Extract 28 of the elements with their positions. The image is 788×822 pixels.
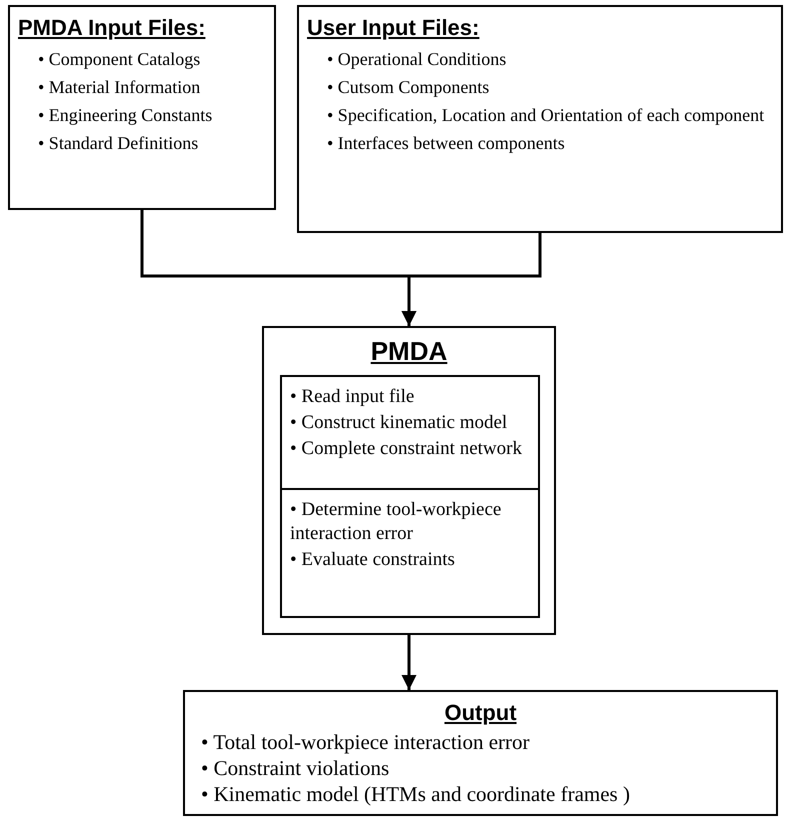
bullet-item: • Operational Conditions (327, 49, 506, 69)
box-heading: PMDA Input Files: (18, 15, 206, 40)
process-box (8, 5, 276, 210)
box-heading: User Input Files: (307, 15, 480, 40)
bullet-item: • Component Catalogs (38, 49, 200, 69)
process-box (183, 690, 778, 816)
bullet-item: • Engineering Constants (38, 105, 212, 125)
box-heading: PMDA (370, 336, 448, 366)
process-box (262, 326, 556, 635)
process-box (297, 5, 783, 233)
bullet-item: • Specification, Location and Orientation of each component (327, 105, 764, 125)
bullet-item: • Total tool-workpiece interaction error (201, 730, 530, 754)
bullet-item: • Interfaces between components (327, 133, 565, 153)
arrow (402, 233, 542, 326)
bullet-item: • Constraint violations (201, 756, 390, 780)
bullet-item: • Standard Definitions (38, 133, 198, 153)
bullet-item: • Kinematic model (HTMs and coordinate frames ) (201, 782, 630, 806)
bullet-item: • Determine tool-workpiece interaction error (290, 499, 502, 544)
arrow (402, 635, 416, 690)
bullet-item: • Evaluate constraints (290, 549, 455, 570)
bullet-item: • Material Information (38, 77, 200, 97)
bullet-item: • Construct kinematic model (290, 412, 508, 433)
box-heading: Output (444, 700, 517, 725)
bullet-item: • Read input file (290, 386, 414, 407)
process-box (280, 488, 540, 618)
bullet-item: • Cutsom Components (327, 77, 490, 97)
bullet-item: • Complete constraint network (290, 438, 522, 459)
process-box (280, 375, 540, 490)
